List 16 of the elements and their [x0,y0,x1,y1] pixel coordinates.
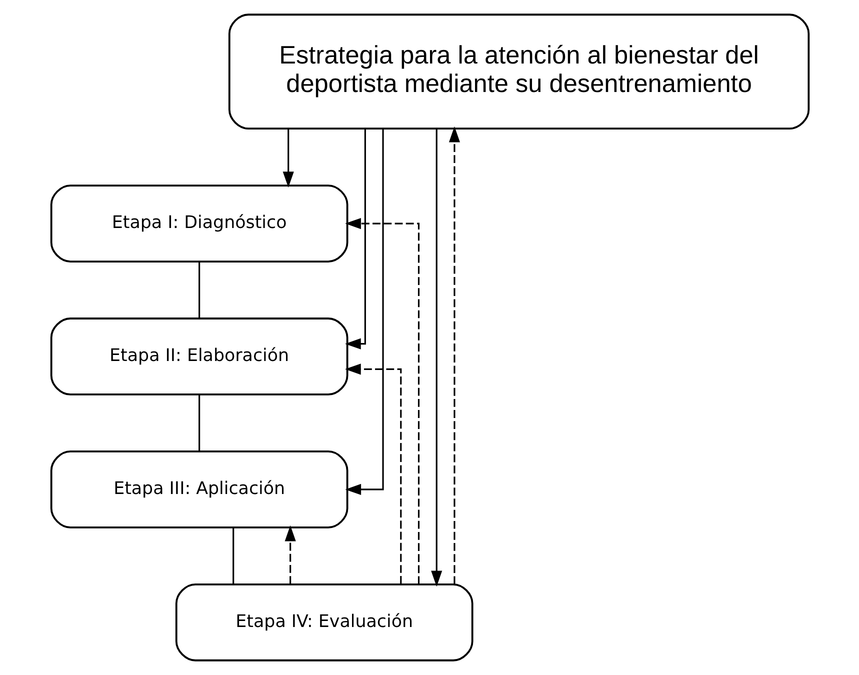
connector [198,262,200,318]
arrow [344,364,402,584]
node-box: Etapa IV: Evaluación [174,583,473,662]
connector [232,528,234,584]
arrow [344,218,420,584]
node-box: Etapa I: Diagnóstico [50,184,348,262]
arrow [448,126,460,584]
connector [198,394,200,452]
node-box: Etapa II: Elaboración [50,318,348,396]
node-box: Etapa III: Aplicación [50,450,348,528]
arrow [344,128,384,495]
node-box: Estrategia para la atención al bienestar del deportista mediante su desentrenamiento [228,14,810,130]
arrow [284,525,296,584]
arrow [344,128,366,350]
arrow [430,129,442,587]
arrow [282,128,294,188]
